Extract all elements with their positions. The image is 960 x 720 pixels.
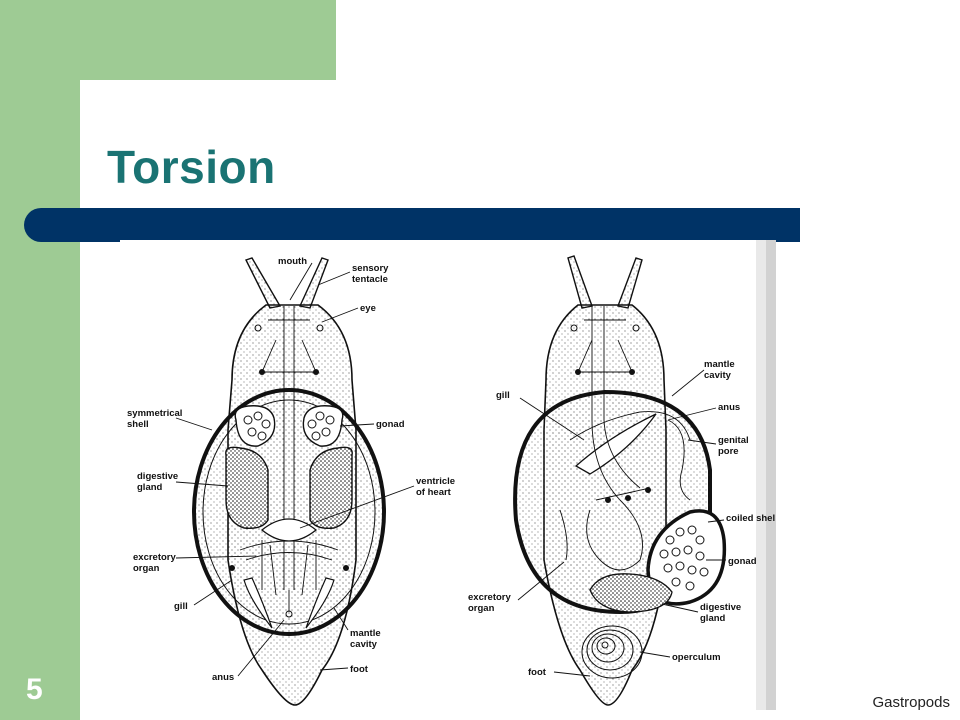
- label-anus-right: anus: [718, 402, 740, 413]
- left-gonad-right: [302, 405, 344, 447]
- label-gonad-right: gonad: [728, 556, 757, 567]
- left-shell-inner: [202, 399, 376, 625]
- right-gonad: [659, 525, 709, 591]
- scan-right-shadow: [766, 240, 776, 710]
- label-gland-right: gland: [700, 613, 726, 624]
- right-coiled-shell: [646, 509, 727, 606]
- label-excretory-right: excretory: [468, 592, 511, 603]
- right-mantle-cavity: [569, 411, 691, 441]
- label-eye: eye: [360, 303, 376, 314]
- left-nerves: [261, 319, 317, 373]
- label-tentacle: tentacle: [352, 274, 388, 285]
- left-digestive-gland-left: [225, 446, 269, 530]
- left-gill-right: [305, 577, 335, 629]
- label-of-heart: of heart: [416, 487, 452, 498]
- right-digestive-gland: [589, 573, 673, 613]
- left-heart: [260, 518, 318, 542]
- label-sensory: sensory: [352, 263, 389, 274]
- label-foot-right: foot: [528, 667, 547, 678]
- label-operculum: operculum: [672, 652, 721, 663]
- label-organ-left: organ: [133, 563, 160, 574]
- label-gill-right: gill: [496, 390, 510, 401]
- label-pore: pore: [718, 446, 739, 457]
- label-gland: gland: [137, 482, 163, 493]
- left-gill-left: [243, 577, 273, 629]
- title-bar-square-end: [60, 208, 800, 242]
- right-gut-loops: [559, 306, 691, 571]
- left-mantle-lines: [261, 540, 317, 596]
- label-digestive-right: digestive: [700, 602, 741, 613]
- label-anus-left: anus: [212, 672, 234, 683]
- right-nerves: [577, 319, 651, 501]
- right-callout-lines: [517, 369, 726, 677]
- slide-number: 5: [26, 673, 43, 706]
- left-gut: [283, 306, 295, 590]
- label-genital: genital: [718, 435, 749, 446]
- left-snail: [192, 257, 386, 706]
- right-labels: gill mantle cavity anus genital pore coi…: [468, 359, 775, 678]
- diagram-image: [120, 240, 776, 710]
- left-callout-lines: [175, 262, 415, 677]
- label-mouth: mouth: [278, 256, 307, 267]
- label-shell: shell: [127, 419, 149, 430]
- label-gill-left: gill: [174, 601, 188, 612]
- label-coiled-shell: coiled shel: [726, 513, 775, 524]
- left-excretory: [239, 540, 339, 561]
- left-labels: mouth sensory tentacle eye symmetrical s…: [127, 256, 455, 683]
- label-cavity-left: cavity: [350, 639, 378, 650]
- left-gonad-left: [234, 405, 276, 447]
- label-foot-left: foot: [350, 664, 369, 675]
- label-ventricle: ventricle: [416, 476, 455, 487]
- slide-footer: Gastropods: [872, 694, 950, 711]
- left-digestive-gland-right: [309, 446, 353, 530]
- right-snail: [513, 255, 727, 706]
- label-symmetrical: symmetrical: [127, 408, 182, 419]
- label-organ-right: organ: [468, 603, 495, 614]
- label-cavity-right: cavity: [704, 370, 732, 381]
- label-gonad-left: gonad: [376, 419, 405, 430]
- sidebar-green-left: [0, 0, 80, 720]
- label-digestive: digestive: [137, 471, 178, 482]
- right-gill: [574, 413, 657, 475]
- label-excretory-left: excretory: [133, 552, 176, 563]
- label-mantle-right: mantle: [704, 359, 735, 370]
- slide-title: Torsion: [107, 141, 276, 193]
- label-mantle-left: mantle: [350, 628, 381, 639]
